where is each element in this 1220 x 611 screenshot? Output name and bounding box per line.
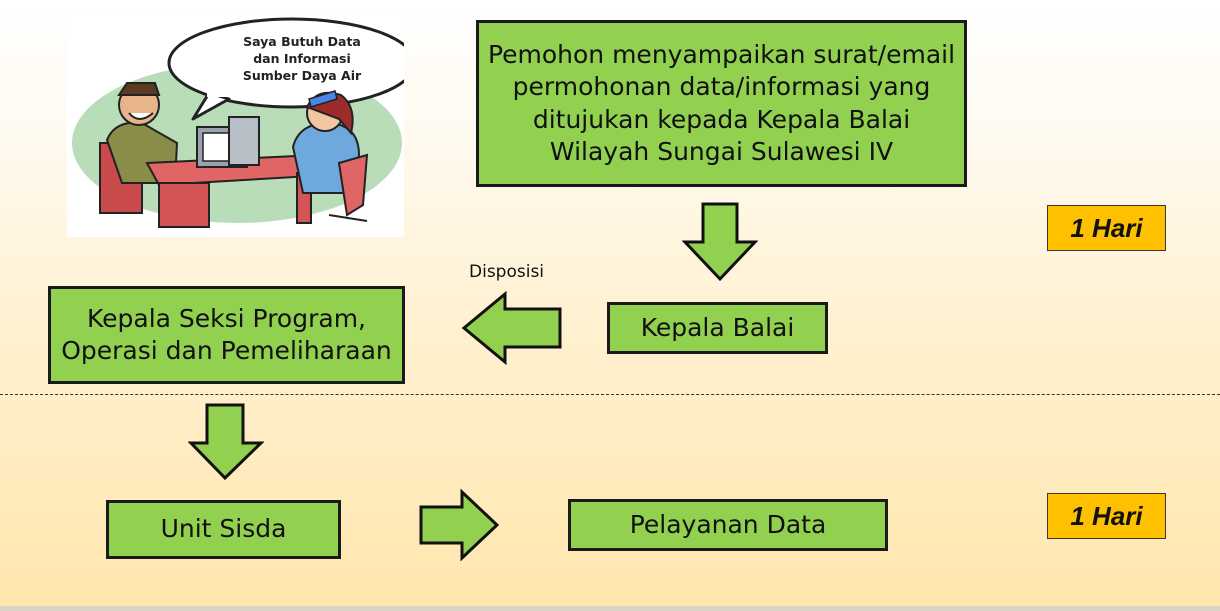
box-unit-sisda-text: Unit Sisda bbox=[160, 514, 287, 544]
box-pelayanan-data-text: Pelayanan Data bbox=[629, 509, 827, 539]
arrow-down-to-kepala-balai bbox=[682, 202, 758, 282]
bottom-border bbox=[0, 606, 1220, 611]
box-unit-sisda: Unit Sisda bbox=[106, 500, 341, 559]
box-pelayanan-data: Pelayanan Data bbox=[568, 499, 888, 551]
arrow-down-to-unit-sisda bbox=[188, 403, 264, 481]
illustration-applicant-at-desk: Saya Butuh Data dan Informasi Sumber Day… bbox=[67, 15, 417, 237]
duration-badge-2: 1 Hari bbox=[1047, 493, 1166, 539]
applicant-officer-picture bbox=[72, 17, 417, 228]
box-kepala-balai: Kepala Balai bbox=[607, 302, 828, 354]
arrow-left-to-kepala-seksi bbox=[461, 291, 562, 365]
box-pemohon: Pemohon menyampaikan surat/email permoho… bbox=[476, 20, 967, 187]
speech-bubble-line-1: Saya Butuh Data bbox=[243, 34, 361, 49]
disposisi-label: Disposisi bbox=[469, 262, 545, 282]
speech-bubble-line-3: Sumber Daya Air bbox=[242, 68, 362, 83]
duration-badge-1: 1 Hari bbox=[1047, 205, 1166, 251]
box-kepala-seksi: Kepala Seksi Program, Operasi dan Pemeli… bbox=[48, 286, 405, 384]
speech-bubble-text: Saya Butuh Data dan Informasi Sumber Day… bbox=[217, 33, 387, 84]
arrow-right-to-pelayanan-data bbox=[419, 489, 500, 561]
stage-separator-line bbox=[0, 394, 1220, 395]
speech-bubble-line-2: dan Informasi bbox=[253, 51, 351, 66]
box-kepala-balai-text: Kepala Balai bbox=[640, 312, 795, 342]
box-pemohon-text: Pemohon menyampaikan surat/email permoho… bbox=[487, 39, 956, 167]
box-kepala-seksi-text: Kepala Seksi Program, Operasi dan Pemeli… bbox=[61, 303, 392, 366]
